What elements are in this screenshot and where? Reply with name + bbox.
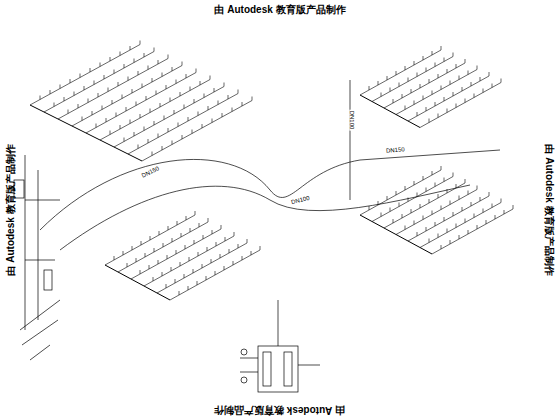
branch-line [372,177,453,222]
watermark: 由 Autodesk 教育版产品制作 [214,5,345,15]
cross-main [105,265,170,300]
branch-line [408,76,489,121]
branch-line [396,70,477,115]
sprinkler-branches [30,41,513,301]
valve-symbol [44,270,52,290]
sprinkler-head [68,55,168,114]
sprinkler-head [179,246,260,295]
branch-line [408,196,489,241]
branch-line [86,73,196,134]
sprinkler-head [138,90,238,149]
sprinkler-head [40,41,140,100]
sprinkler-head [124,83,224,142]
branch-line [396,190,477,235]
sprinkler-head [140,225,221,274]
pipe-size: DN150 [384,146,405,154]
sprinkler-head [96,69,196,128]
cross-main [360,95,420,128]
sprinkler-head [153,232,234,281]
axis-bubble [241,377,247,383]
pipe-segment [240,300,320,372]
pipe-size: DN100 [349,110,355,131]
branch-line [114,87,224,148]
sprinkler-head [54,48,154,107]
sprinkler-head [114,211,195,260]
axis-bubble [241,349,247,355]
branch-line [44,52,154,113]
branch-line [128,94,238,155]
branch-line [30,45,140,106]
sprinkler-head [429,79,501,123]
branch-line [384,63,465,108]
sprinkler-head [127,218,208,267]
branch-line [100,80,210,141]
main-pipe [60,185,470,250]
pump-symbol [263,352,271,386]
branch-line [420,83,501,128]
watermark: 由 Autodesk 教育版产品制作 [214,405,345,415]
sprinkler-head [441,205,513,249]
branch-line [372,57,453,102]
sprinkler-head [152,97,252,156]
branch-line [420,203,501,248]
branch-line [432,209,513,254]
pump-symbol [284,352,292,386]
branch-line [384,183,465,228]
riser-pipe [350,80,351,200]
pipe-size: DN100 [289,194,311,205]
branch-line [72,66,182,127]
branch-line [360,170,441,215]
sprinkler-head [166,239,247,288]
pump-room-outline [258,346,298,392]
branch-line [360,50,441,95]
watermark: 由 Autodesk 教育版产品制作 [6,144,16,275]
branch-line [58,59,168,120]
branch-line [142,101,252,162]
watermark: 由 Autodesk 教育版产品制作 [544,144,554,275]
sprinkler-head [82,62,182,121]
pipe-segment [20,300,60,360]
sprinkler-head [110,76,210,135]
